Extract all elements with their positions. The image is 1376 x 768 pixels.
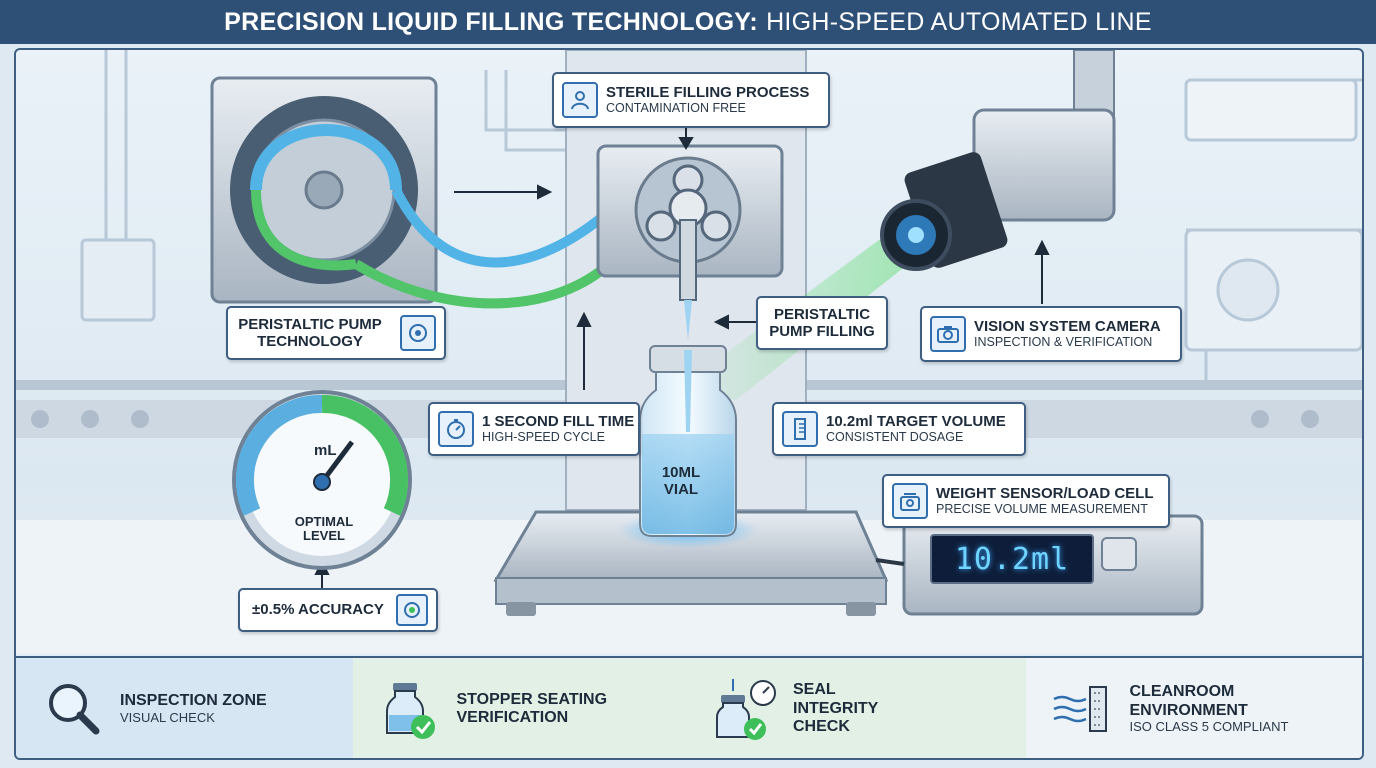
step-inspection-sub: VISUAL CHECK [120, 709, 215, 725]
step-stopper-title: STOPPER SEATING VERIFICATION [456, 690, 608, 726]
callout-fill-time: 1 SECOND FILL TIME HIGH-SPEED CYCLE [428, 402, 640, 456]
magnifier-icon [49, 684, 100, 735]
step-cleanroom: CLEANROOM ENVIRONMENT ISO CLASS 5 COMPLI… [1025, 658, 1362, 758]
weight-display-reading: 10.2ml [930, 534, 1094, 584]
background-pipes [80, 50, 1362, 380]
weight-sensor-sub: PRECISE VOLUME MEASUREMENT [936, 502, 1148, 517]
callout-pump-filling: PERISTALTIC PUMP FILLING [756, 296, 888, 350]
sterile-title: STERILE FILLING PROCESS [606, 84, 810, 102]
weight-sensor-title: WEIGHT SENSOR/LOAD CELL [936, 485, 1154, 503]
vial-check-icon [385, 683, 435, 739]
pump-tech-title: PERISTALTIC PUMP TECHNOLOGY [238, 315, 382, 350]
step-seal-title: SEAL INTEGRITY CHECK [793, 681, 879, 736]
process-steps: INSPECTION ZONE VISUAL CHECK STOPPER SEA… [16, 656, 1362, 758]
pump-filling-title: PERISTALTIC PUMP FILLING [769, 305, 875, 340]
callout-target-volume: 10.2ml TARGET VOLUME CONSISTENT DOSAGE [772, 402, 1026, 456]
callout-pump-technology: PERISTALTIC PUMP TECHNOLOGY [226, 306, 446, 360]
pump-head-center [596, 144, 784, 340]
title-rest: HIGH-SPEED AUTOMATED LINE [766, 7, 1152, 36]
step-cleanroom-title: CLEANROOM ENVIRONMENT [1129, 683, 1248, 719]
seal-gauge-icon [716, 679, 776, 740]
sterile-sub: CONTAMINATION FREE [606, 101, 746, 116]
stopwatch-icon [438, 411, 474, 447]
target-volume-sub: CONSISTENT DOSAGE [826, 430, 964, 445]
tube-blue [391, 187, 626, 268]
camera-title: VISION SYSTEM CAMERA [974, 318, 1161, 336]
gauge-unit: mL [314, 442, 337, 459]
step-cleanroom-sub: ISO CLASS 5 COMPLIANT [1129, 718, 1289, 734]
graduated-cylinder-icon [782, 411, 818, 447]
airflow-filter-icon [1052, 686, 1107, 732]
step-seal-integrity: SEAL INTEGRITY CHECK [689, 658, 1026, 758]
pump-icon [400, 315, 436, 351]
fill-time-title: 1 SECOND FILL TIME [482, 413, 635, 431]
pump-housing-left [210, 76, 438, 304]
diagram-frame: STERILE FILLING PROCESS CONTAMINATION FR… [14, 48, 1364, 760]
fill-time-sub: HIGH-SPEED CYCLE [482, 430, 605, 445]
title-bold: PRECISION LIQUID FILLING TECHNOLOGY: [224, 7, 759, 36]
step-inspection-title: INSPECTION ZONE [120, 692, 267, 710]
accuracy-gauge [232, 390, 412, 570]
callout-weight-sensor: WEIGHT SENSOR/LOAD CELL PRECISE VOLUME M… [882, 474, 1170, 528]
vial-label: 10ML VIAL [661, 464, 701, 499]
gauge-label: OPTIMAL LEVEL [294, 514, 354, 544]
machine-illustration [16, 50, 1362, 654]
title-bar: PRECISION LIQUID FILLING TECHNOLOGY: HIG… [0, 0, 1376, 44]
camera-sub: INSPECTION & VERIFICATION [974, 335, 1153, 350]
scale-icon [892, 483, 928, 519]
target-icon [396, 594, 428, 626]
callout-accuracy: ±0.5% ACCURACY [238, 588, 438, 632]
target-volume-title: 10.2ml TARGET VOLUME [826, 413, 1006, 431]
camera-icon [930, 316, 966, 352]
step-stopper-seating: STOPPER SEATING VERIFICATION [352, 658, 689, 758]
callout-camera: VISION SYSTEM CAMERA INSPECTION & VERIFI… [920, 306, 1182, 362]
vision-camera [880, 50, 1116, 271]
step-inspection-zone: INSPECTION ZONE VISUAL CHECK [16, 658, 353, 758]
accuracy-title: ±0.5% ACCURACY [252, 601, 384, 619]
operator-icon [562, 82, 598, 118]
callout-sterile: STERILE FILLING PROCESS CONTAMINATION FR… [552, 72, 830, 128]
vial [639, 345, 737, 537]
